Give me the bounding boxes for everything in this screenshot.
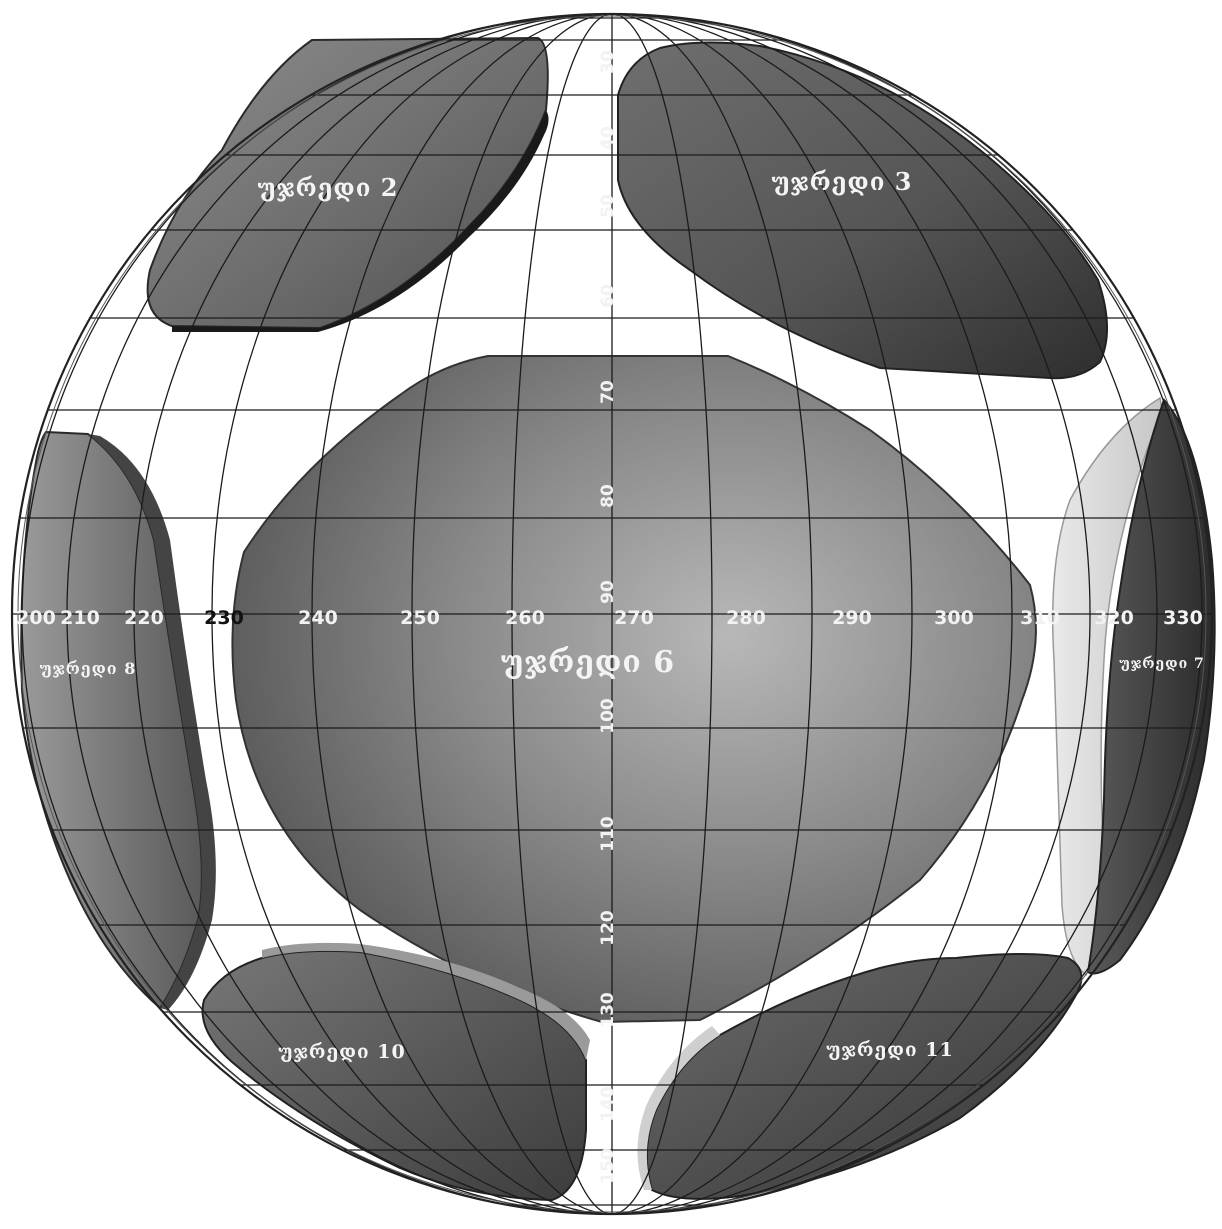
azimuth-label: 320 <box>1094 607 1134 629</box>
azimuth-label: 230 <box>204 607 244 629</box>
azimuth-label: 250 <box>400 607 440 629</box>
window-10-label: უჯრედი 10 <box>278 1041 406 1063</box>
azimuth-label: 260 <box>505 607 545 629</box>
azimuth-label: 240 <box>298 607 338 629</box>
azimuth-label: 220 <box>124 607 164 629</box>
elevation-label: 90 <box>598 580 618 604</box>
elevation-label: 150 <box>598 1148 618 1184</box>
elevation-label: 140 <box>598 1086 618 1122</box>
elevation-label: 80 <box>598 484 618 508</box>
azimuth-label: 330 <box>1163 607 1203 629</box>
elevation-label: 110 <box>598 816 618 852</box>
elevation-label: 60 <box>598 284 618 308</box>
azimuth-label: 210 <box>60 607 100 629</box>
azimuth-label: 300 <box>934 607 974 629</box>
elevation-label: 40 <box>598 126 618 150</box>
elevation-label: 70 <box>598 380 618 404</box>
elevation-label: 100 <box>598 698 618 734</box>
window-6-panel <box>232 356 1035 1022</box>
azimuth-label: 200 <box>16 607 56 629</box>
window-7-label: უჯრედი 7 <box>1119 656 1205 672</box>
azimuth-label: 280 <box>726 607 766 629</box>
azimuth-label: 310 <box>1020 607 1060 629</box>
window-11-label: უჯრედი 11 <box>826 1039 954 1061</box>
window-3-panel <box>618 42 1107 378</box>
elevation-label: 30 <box>598 50 618 74</box>
elevation-label: 50 <box>598 194 618 218</box>
window-8-label: უჯრედი 8 <box>40 659 137 678</box>
window-6-label: უჯრედი 6 <box>501 645 675 680</box>
elevation-label: 130 <box>598 992 618 1028</box>
azimuth-label: 290 <box>832 607 872 629</box>
window-2-label: უჯრედი 2 <box>258 173 399 202</box>
elevation-label: 120 <box>598 910 618 946</box>
window-3-label: უჯრედი 3 <box>772 167 913 196</box>
azimuth-label: 270 <box>614 607 654 629</box>
